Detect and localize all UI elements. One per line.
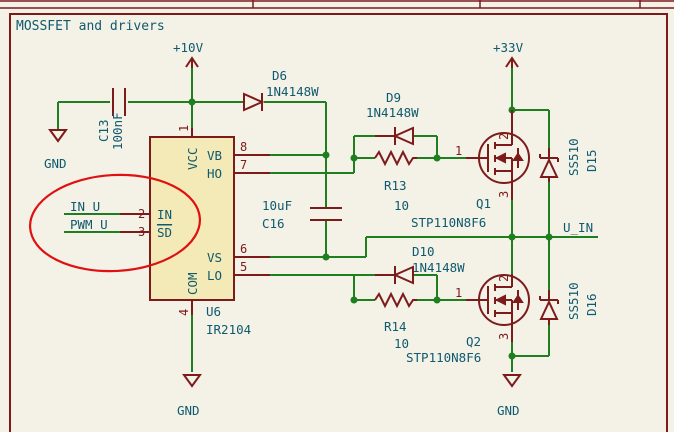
- mosfet-q2: 1 2 3 Q2 STP110N8F6: [406, 274, 530, 365]
- gnd-left-label: GND: [44, 156, 67, 171]
- r14-value: 10: [394, 336, 409, 351]
- diode-d16: SS510 D16: [539, 282, 599, 325]
- q1-pin-g: 1: [455, 144, 462, 158]
- d9-value: 1N4148W: [366, 105, 419, 120]
- ic-u6: VCC VB HO IN SD VS LO COM 1 8 7 2 3 6 5 …: [120, 125, 270, 337]
- q2-ref: Q2: [466, 334, 481, 349]
- pin-com-number: 4: [177, 309, 191, 316]
- d6-value: 1N4148W: [266, 84, 319, 99]
- q2-value: STP110N8F6: [406, 350, 481, 365]
- wires: [57, 65, 598, 372]
- diode-d15: SS510 D15: [539, 138, 599, 182]
- pin-lo-number: 5: [240, 260, 247, 274]
- d15-value: SS510: [566, 138, 581, 176]
- power-plus10v: +10V: [173, 40, 204, 68]
- net-pwm-u: PWM_U: [70, 217, 108, 232]
- gnd-ic: GND: [177, 374, 202, 418]
- mosfet-q1: 1 2 3 Q1 STP110N8F6: [411, 110, 530, 230]
- highlight-ellipse: [28, 173, 202, 273]
- q2-pin-d: 2: [497, 275, 511, 282]
- d10-value: 1N4148W: [412, 260, 465, 275]
- pin-vb-name: VB: [207, 148, 222, 163]
- pin-in-number: 2: [138, 207, 145, 221]
- resistor-r13: R13 10: [374, 149, 417, 213]
- pin-sd-number: 3: [138, 225, 145, 239]
- pin-vb-number: 8: [240, 140, 247, 154]
- c13-ref: C13: [96, 119, 111, 142]
- pin-vs-name: VS: [207, 250, 222, 265]
- r14-ref: R14: [384, 319, 407, 334]
- diode-d9: D9 1N4148W: [366, 90, 419, 146]
- q1-ref: Q1: [476, 196, 491, 211]
- r13-value: 10: [394, 198, 409, 213]
- pin-vcc-number: 1: [177, 125, 191, 132]
- diode-d6: D6 1N4148W: [243, 68, 319, 112]
- c13-value: 100nF: [110, 112, 125, 150]
- sheet-title: MOSSFET and drivers: [16, 19, 165, 34]
- junctions: [188, 98, 553, 360]
- q1-pin-s: 3: [497, 191, 511, 198]
- q1-pin-d: 2: [497, 133, 511, 140]
- ic-value: IR2104: [206, 322, 251, 337]
- power-plus33v: +33V: [493, 40, 524, 68]
- pin-vcc-name: VCC: [185, 147, 200, 170]
- c16-value: 10uF: [262, 198, 292, 213]
- pin-ho-number: 7: [240, 158, 247, 172]
- d16-value: SS510: [566, 282, 581, 320]
- q2-pin-g: 1: [455, 286, 462, 300]
- resistor-r14: R14 10: [374, 291, 417, 351]
- d16-ref: D16: [584, 293, 599, 316]
- plus33v-label: +33V: [493, 40, 524, 55]
- input-nets: IN_U PWM_U: [64, 199, 120, 233]
- net-u-in: U_IN: [563, 220, 593, 235]
- q2-pin-s: 3: [497, 333, 511, 340]
- diode-d10: D10 1N4148W: [375, 244, 465, 285]
- gnd-right: GND: [497, 374, 522, 418]
- gnd-left: GND: [44, 129, 68, 171]
- pin-lo-name: LO: [207, 268, 222, 283]
- gnd-right-label: GND: [497, 403, 520, 418]
- sheet-border: [9, 13, 668, 432]
- pin-sd-name: SD: [157, 225, 172, 240]
- plus10v-label: +10V: [173, 40, 204, 55]
- pin-vs-number: 6: [240, 242, 247, 256]
- pin-com-name: COM: [185, 272, 200, 295]
- r13-ref: R13: [384, 178, 407, 193]
- d10-ref: D10: [412, 244, 435, 259]
- capacitor-c16: 10uF C16: [262, 198, 342, 231]
- q1-value: STP110N8F6: [411, 215, 486, 230]
- net-in-u: IN_U: [70, 199, 100, 214]
- pin-ho-name: HO: [207, 166, 222, 181]
- capacitor-c13: C13 100nF: [96, 88, 126, 150]
- ic-ref: U6: [206, 304, 221, 319]
- pin-in-name: IN: [157, 207, 172, 222]
- d9-ref: D9: [386, 90, 401, 105]
- gnd-ic-label: GND: [177, 403, 200, 418]
- c16-ref: C16: [262, 216, 285, 231]
- title-block-fragment: [0, 0, 674, 9]
- d6-ref: D6: [272, 68, 287, 83]
- d15-ref: D15: [584, 149, 599, 172]
